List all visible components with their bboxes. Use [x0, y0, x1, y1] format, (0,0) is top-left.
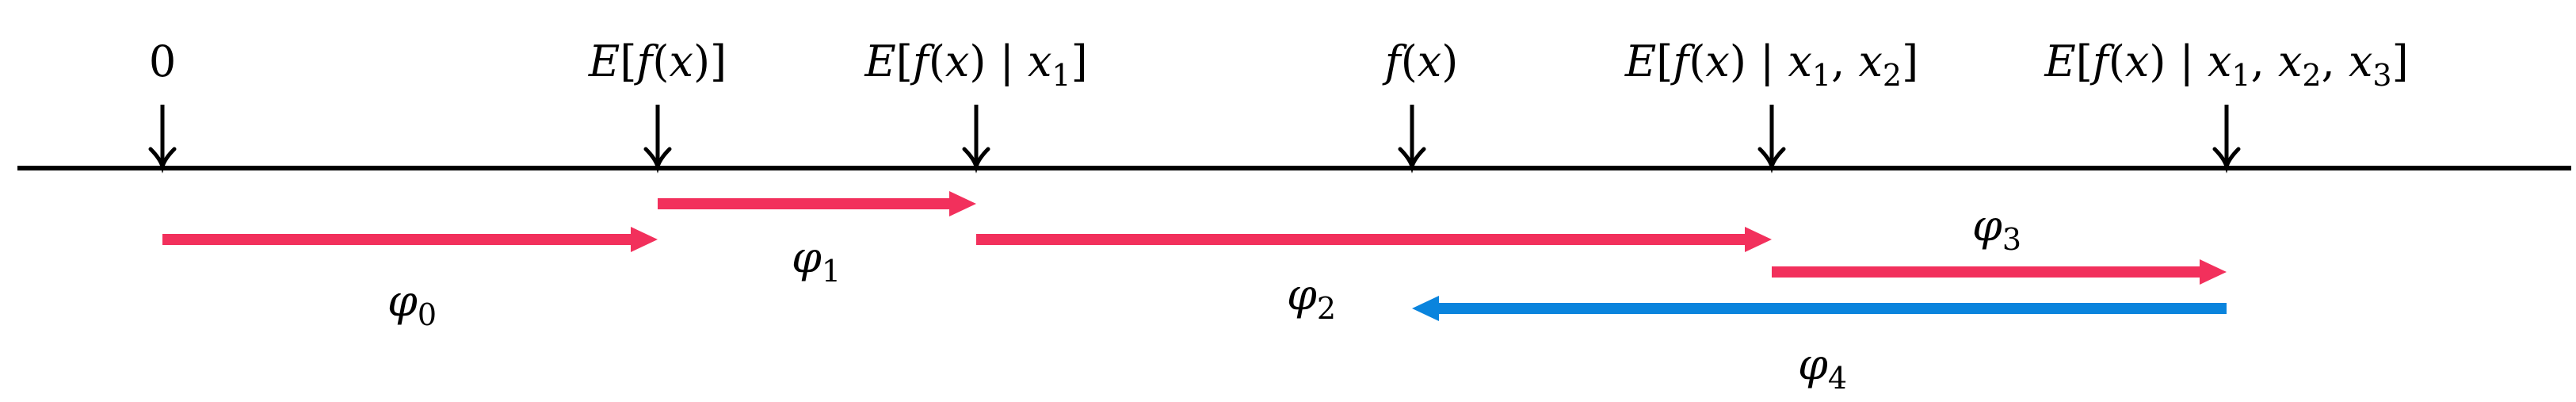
marker-label-e-f-x1x2x3-part-8: , [2251, 36, 2278, 86]
marker-label-e-f-x1x2-part-11: ] [1902, 36, 1918, 86]
marker-label-e-f-x1x2x3-part-14: ] [2392, 36, 2409, 86]
marker-label-e-f-x1x2-part-8: , [1831, 36, 1858, 86]
marker-label-e-f-part-4: x [669, 36, 693, 86]
marker-label-f-x-part-1: ( [1401, 36, 1418, 86]
marker-label-e-f-x1x2x3-part-9: x [2278, 36, 2302, 86]
markers: 0 E[f(x)] E[f(x) | x1] f(x) E[f(x) | x1, x2]… [148, 36, 2409, 174]
marker-label-e-f-x1-part-4: x [945, 36, 969, 86]
marker-label-zero-part-0: 0 [149, 36, 176, 86]
marker-label-e-f-x1x2-part-9: x [1858, 36, 1882, 86]
arrow-label-phi-2: φ2 [1287, 270, 1336, 326]
marker-label-e-f-x1x2-part-6: x [1788, 36, 1811, 86]
arrow-head-phi-1 [949, 191, 976, 216]
marker-label-e-f-x1x2-part-3: ( [1689, 36, 1705, 86]
marker-label-e-f-x1x2-part-7: 1 [1812, 58, 1831, 93]
arrow-label-phi-4-part-0: φ [1798, 339, 1828, 389]
arrow-phi-4: φ4 [1412, 296, 2227, 396]
arrow-label-phi-0: φ0 [387, 276, 437, 332]
marker-label-e-f-x1x2x3-part-11: , [2322, 36, 2349, 86]
marker-label-e-f-x1-part-8: ] [1071, 36, 1088, 86]
marker-label-e-f: E[f(x)] [588, 36, 727, 86]
arrow-label-phi-0-part-1: 0 [418, 297, 437, 332]
marker-label-e-f-x1x2x3-part-3: ( [2109, 36, 2125, 86]
marker-label-e-f-x1-part-3: ( [929, 36, 945, 86]
marker-label-e-f-x1x2x3-part-13: 3 [2372, 58, 2391, 93]
marker-label-e-f-x1-part-0: E [864, 36, 895, 86]
marker-label-e-f-x1x2-part-10: 2 [1883, 58, 1902, 93]
marker-label-e-f-x1x2-part-1: [ [1656, 36, 1673, 86]
arrow-head-phi-0 [631, 227, 658, 252]
marker-label-e-f-part-5: )] [693, 36, 727, 86]
marker-e-f-x1x2x3: E[f(x) | x1, x2, x3] [2044, 36, 2409, 174]
marker-arrowhead [148, 147, 177, 174]
arrow-phi-0: φ0 [162, 227, 658, 332]
marker-label-e-f-part-1: [ [620, 36, 636, 86]
marker-zero: 0 [148, 36, 177, 174]
arrow-label-phi-4-part-1: 4 [1828, 361, 1847, 396]
marker-label-f-x: f(x) [1382, 36, 1459, 86]
marker-label-e-f-x1-part-5: ) | [969, 36, 1028, 86]
marker-arrowhead [1398, 147, 1426, 174]
marker-label-e-f-x1-part-6: x [1028, 36, 1051, 86]
marker-label-e-f-x1x2: E[f(x) | x1, x2] [1624, 36, 1918, 93]
arrow-label-phi-2-part-1: 2 [1317, 291, 1336, 326]
marker-label-e-f-x1x2-part-0: E [1624, 36, 1656, 86]
marker-label-e-f-x1x2x3-part-10: 2 [2302, 58, 2321, 93]
arrow-label-phi-1-part-1: 1 [822, 254, 841, 289]
marker-label-e-f-x1-part-1: [ [896, 36, 913, 86]
marker-label-e-f-x1x2x3-part-7: 1 [2231, 58, 2250, 93]
arrow-head-phi-4 [1412, 296, 1439, 321]
marker-label-e-f-x1x2x3-part-0: E [2044, 36, 2075, 86]
arrow-label-phi-3-part-1: 3 [2002, 222, 2021, 257]
arrow-label-phi-4: φ4 [1798, 339, 1847, 396]
marker-f-x: f(x) [1382, 36, 1459, 174]
marker-e-f-x1x2: E[f(x) | x1, x2] [1624, 36, 1918, 174]
marker-label-e-f-x1x2-part-4: x [1705, 36, 1729, 86]
arrow-head-phi-2 [1745, 227, 1772, 252]
marker-label-e-f-x1x2x3: E[f(x) | x1, x2, x3] [2044, 36, 2408, 93]
marker-e-f-x1: E[f(x) | x1] [864, 36, 1088, 174]
arrow-phi-1: φ1 [658, 191, 976, 289]
marker-label-e-f-x1x2x3-part-5: ) | [2149, 36, 2208, 86]
marker-arrowhead [2212, 147, 2241, 174]
arrow-head-phi-3 [2200, 259, 2227, 285]
marker-label-f-x-part-2: x [1418, 36, 1441, 86]
marker-label-e-f-x1x2-part-5: ) | [1730, 36, 1788, 86]
arrow-label-phi-3-part-0: φ [1972, 201, 2002, 251]
marker-label-e-f-x1: E[f(x) | x1] [864, 36, 1087, 93]
arrow-phi-2: φ2 [976, 227, 1772, 326]
marker-label-e-f-part-3: ( [652, 36, 669, 86]
arrow-phi-3: φ3 [1772, 201, 2227, 285]
arrow-label-phi-1-part-0: φ [792, 232, 822, 282]
marker-label-e-f-part-0: E [588, 36, 620, 86]
marker-label-zero: 0 [149, 36, 176, 86]
marker-label-e-f-x1x2x3-part-6: x [2208, 36, 2231, 86]
arrow-label-phi-1: φ1 [792, 232, 841, 289]
marker-arrowhead [962, 147, 990, 174]
marker-label-e-f-x1x2x3-part-4: x [2125, 36, 2149, 86]
marker-label-f-x-part-3: ) [1441, 36, 1458, 86]
marker-e-f: E[f(x)] [588, 36, 727, 174]
marker-label-e-f-x1x2x3-part-12: x [2349, 36, 2372, 86]
marker-arrowhead [1757, 147, 1786, 174]
marker-label-e-f-x1x2x3-part-1: [ [2076, 36, 2093, 86]
marker-label-e-f-x1-part-7: 1 [1051, 58, 1070, 93]
marker-arrowhead [643, 147, 672, 174]
arrow-label-phi-2-part-0: φ [1287, 270, 1317, 320]
arrow-label-phi-0-part-0: φ [387, 276, 418, 326]
arrow-label-phi-3: φ3 [1972, 201, 2021, 257]
